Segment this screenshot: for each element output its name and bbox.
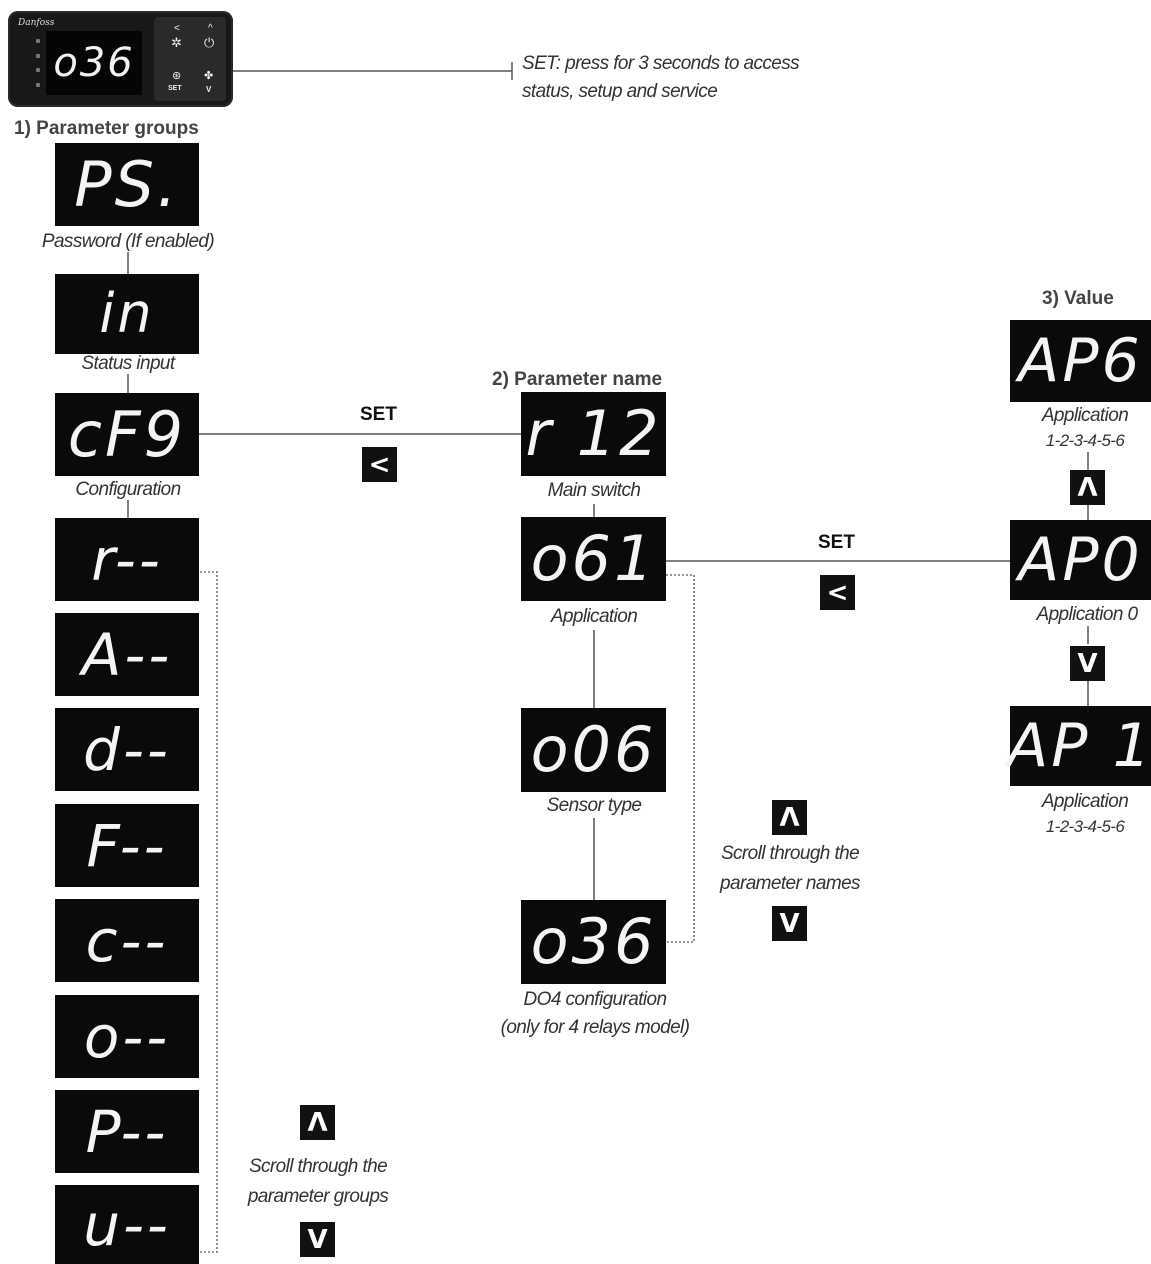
set-note-line-2: status, setup and service bbox=[522, 78, 799, 106]
set-label-params: SET bbox=[818, 532, 855, 554]
header-parameter-groups: 1) Parameter groups bbox=[14, 118, 199, 140]
params-scroll-text: Scroll through the parameter names bbox=[700, 839, 880, 899]
param-caption-main-switch: Main switch bbox=[494, 477, 694, 505]
group-display-ps[interactable]: PS. bbox=[55, 143, 199, 226]
params-scroll-line-1: Scroll through the bbox=[700, 839, 880, 869]
group-caption-configuration: Configuration bbox=[20, 476, 236, 504]
controller-brand-logo: Danfoss bbox=[18, 18, 54, 28]
value-up-arrow-icon[interactable]: Λ bbox=[1070, 470, 1105, 505]
value-caption-ap6: Application 1-2-3-4-5-6 bbox=[1000, 402, 1151, 452]
param-caption-sensor-type: Sensor type bbox=[494, 792, 694, 820]
param-caption-do4-line-1: DO4 configuration bbox=[460, 986, 730, 1014]
groups-scroll-text: Scroll through the parameter groups bbox=[228, 1152, 408, 1212]
set-note: SET: press for 3 seconds to access statu… bbox=[522, 50, 799, 106]
value-caption-ap1: Application 1-2-3-4-5-6 bbox=[1000, 788, 1151, 838]
up-arrow-button[interactable]: < bbox=[174, 23, 180, 34]
groups-scroll-line-1: Scroll through the bbox=[228, 1152, 408, 1182]
group-caption-password: Password (If enabled) bbox=[20, 228, 236, 256]
header-value: 3) Value bbox=[1042, 288, 1114, 310]
group-display-u[interactable]: u-- bbox=[55, 1185, 199, 1264]
params-scroll-down-arrow-icon[interactable]: V bbox=[772, 906, 807, 941]
value-caption-ap6-line-2: 1-2-3-4-5-6 bbox=[1000, 430, 1151, 452]
controller-display-value: o36 bbox=[53, 40, 134, 86]
groups-scroll-up-arrow-icon[interactable]: Λ bbox=[300, 1105, 335, 1140]
value-display-ap0[interactable]: AP0 bbox=[1010, 520, 1151, 600]
controller-button-panel: < ✲ ^ ⏻ ⊛ SET ✤ V bbox=[154, 17, 226, 101]
group-display-in[interactable]: in bbox=[55, 274, 199, 354]
set-button[interactable]: SET bbox=[168, 85, 182, 92]
set-note-line-1: SET: press for 3 seconds to access bbox=[522, 50, 799, 78]
params-scroll-up-arrow-icon[interactable]: Λ bbox=[772, 800, 807, 835]
param-caption-do4-line-2: (only for 4 relays model) bbox=[460, 1014, 730, 1042]
header-parameter-name: 2) Parameter name bbox=[492, 369, 662, 391]
set-left-arrow-icon-2[interactable]: < bbox=[820, 575, 855, 610]
group-caption-status-input: Status input bbox=[20, 350, 236, 378]
value-down-arrow-icon[interactable]: V bbox=[1070, 646, 1105, 681]
value-caption-ap1-line-2: 1-2-3-4-5-6 bbox=[1000, 816, 1151, 838]
value-caption-ap6-line-1: Application bbox=[1000, 402, 1151, 430]
controller-device: Danfoss o36 < ✲ ^ ⏻ ⊛ SET ✤ V bbox=[8, 11, 233, 107]
group-display-o[interactable]: o-- bbox=[55, 995, 199, 1078]
value-display-ap1[interactable]: AP 1 bbox=[1010, 706, 1151, 786]
param-display-o61[interactable]: o61 bbox=[521, 517, 666, 601]
group-display-c[interactable]: c-- bbox=[55, 899, 199, 982]
group-display-r[interactable]: r-- bbox=[55, 518, 199, 601]
group-display-p[interactable]: P-- bbox=[55, 1090, 199, 1173]
params-scroll-line-2: parameter names bbox=[700, 869, 880, 899]
param-display-r12[interactable]: r 12 bbox=[521, 392, 666, 476]
groups-scroll-down-arrow-icon[interactable]: V bbox=[300, 1222, 335, 1257]
value-caption-ap0: Application 0 bbox=[1002, 601, 1151, 629]
fan-icon: ✤ bbox=[204, 69, 213, 82]
set-left-arrow-icon-1[interactable]: < bbox=[362, 447, 397, 482]
param-display-o36[interactable]: o36 bbox=[521, 900, 666, 984]
up-button[interactable]: ^ bbox=[208, 23, 213, 34]
down-button[interactable]: V bbox=[206, 85, 211, 94]
group-display-f[interactable]: F-- bbox=[55, 804, 199, 887]
param-caption-application: Application bbox=[494, 603, 694, 631]
param-display-o06[interactable]: o06 bbox=[521, 708, 666, 792]
snowflake-icon: ✲ bbox=[171, 35, 182, 51]
controller-status-leds bbox=[36, 39, 42, 87]
param-caption-do4: DO4 configuration (only for 4 relays mod… bbox=[460, 986, 730, 1042]
group-display-d[interactable]: d-- bbox=[55, 708, 199, 791]
group-display-a[interactable]: A-- bbox=[55, 613, 199, 696]
groups-scroll-line-2: parameter groups bbox=[228, 1182, 408, 1212]
group-display-cf9[interactable]: cF9 bbox=[55, 393, 199, 476]
controller-display: o36 bbox=[46, 31, 142, 95]
power-icon[interactable]: ⏻ bbox=[204, 35, 214, 51]
value-caption-ap1-line-1: Application bbox=[1000, 788, 1151, 816]
defrost-icon: ⊛ bbox=[172, 69, 181, 82]
set-label-groups: SET bbox=[360, 404, 397, 426]
value-display-ap6[interactable]: AP6 bbox=[1010, 320, 1151, 402]
